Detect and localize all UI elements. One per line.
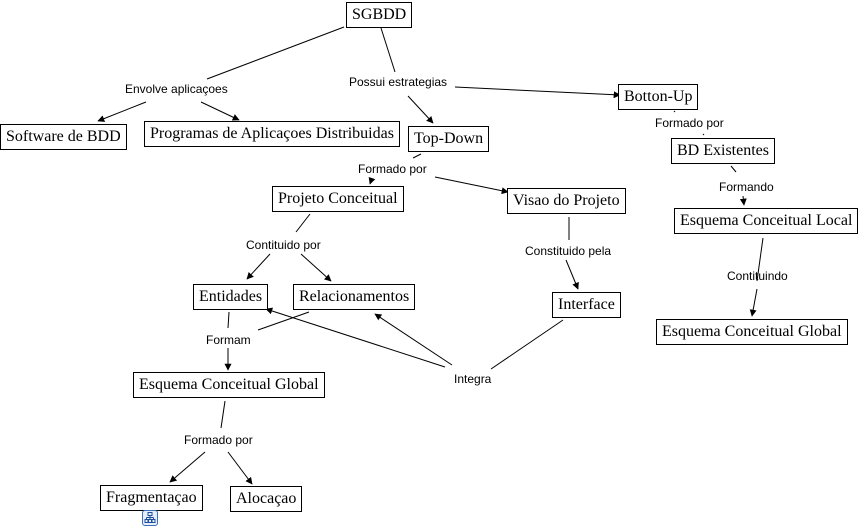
concept-interface[interactable]: Interface bbox=[552, 292, 621, 318]
concept-fragmentacao[interactable]: Fragmentaçao bbox=[100, 485, 203, 511]
line-formadopor-bdexistentes bbox=[702, 133, 705, 136]
concept-esquema-conceitual-global-right[interactable]: Esquema Conceitual Global bbox=[656, 319, 848, 345]
concept-esquema-conceitual-local[interactable]: Esquema Conceitual Local bbox=[674, 208, 859, 234]
link-possui-estrategias[interactable]: Possui estrategias bbox=[349, 75, 448, 89]
concept-relacionamentos[interactable]: Relacionamentos bbox=[293, 284, 416, 310]
concept-entidades[interactable]: Entidades bbox=[193, 284, 269, 310]
link-envolve-aplicacoes[interactable]: Envolve aplicaçoes bbox=[125, 82, 228, 96]
concept-alocacao[interactable]: Alocaçao bbox=[230, 486, 303, 512]
link-contituindo[interactable]: Contituindo bbox=[727, 269, 788, 283]
link-formado-por-topdown[interactable]: Formado por bbox=[358, 162, 427, 176]
arrow-contituido-entidades bbox=[246, 253, 271, 280]
link-formam[interactable]: Formam bbox=[206, 333, 251, 347]
link-constituido-pela[interactable]: Constituido pela bbox=[525, 244, 612, 258]
arrow-formadopor-alocacao bbox=[227, 451, 253, 485]
arrow-constituido-interface bbox=[565, 259, 579, 290]
concept-top-down[interactable]: Top-Down bbox=[408, 126, 490, 152]
arrow-formadopor-visao bbox=[434, 176, 509, 195]
line-interface-integra bbox=[490, 319, 564, 370]
concept-software-de-bdd[interactable]: Software de BDD bbox=[0, 124, 127, 150]
arrow-formando-esquemalocal bbox=[739, 195, 747, 206]
arrow-envolve-programas bbox=[200, 101, 240, 121]
arrow-integra-relacionamentos bbox=[374, 313, 453, 366]
concept-botton-up[interactable]: Botton-Up bbox=[618, 84, 699, 110]
arrow-envolve-software bbox=[97, 101, 147, 122]
line-projeto-contituido bbox=[295, 213, 311, 233]
link-integra[interactable]: Integra bbox=[454, 372, 492, 386]
line-bdexistentes-formando bbox=[730, 165, 737, 173]
line-topdown-formadopor bbox=[412, 153, 422, 159]
arrow-possui-topdown bbox=[407, 95, 434, 124]
concept-visao-do-projeto[interactable]: Visao do Projeto bbox=[507, 188, 626, 214]
line-sgbdd-possui bbox=[380, 27, 396, 73]
concept-programas-de-aplicacoes-distribuidas[interactable]: Programas de Aplicaçoes Distribuidas bbox=[144, 121, 400, 147]
line-entidades-formam bbox=[227, 311, 230, 329]
line-sgbdd-envolve bbox=[206, 26, 345, 80]
line-esquemalocal-contituindo bbox=[756, 237, 764, 282]
arrow-contituido-relacionamentos bbox=[300, 253, 332, 282]
concept-esquema-conceitual-global-left[interactable]: Esquema Conceitual Global bbox=[133, 372, 325, 398]
link-formado-por-bottonup[interactable]: Formado por bbox=[655, 116, 724, 130]
submap-icon[interactable] bbox=[142, 510, 158, 526]
line-esquemaglobal-formadopor bbox=[220, 400, 226, 429]
arrow-integra-entidades bbox=[265, 307, 446, 368]
concept-projeto-conceitual[interactable]: Projeto Conceitual bbox=[272, 186, 404, 212]
link-contituido-por[interactable]: Contituido por bbox=[246, 238, 321, 252]
arrow-formadopor-fragmentacao bbox=[169, 451, 206, 483]
concept-sgbdd[interactable]: SGBDD bbox=[346, 2, 413, 28]
link-formado-por-esquema[interactable]: Formado por bbox=[184, 433, 253, 447]
concept-bd-existentes[interactable]: BD Existentes bbox=[671, 138, 775, 164]
arrow-formadopor-projeto bbox=[368, 176, 376, 185]
link-formando[interactable]: Formando bbox=[719, 180, 774, 194]
arrow-possui-bottonup bbox=[454, 86, 621, 99]
line-relacionamentos-formam bbox=[257, 311, 310, 331]
arrow-contituindo-esquemaglobal bbox=[749, 288, 758, 317]
line-bottonup-formadopor bbox=[673, 110, 676, 113]
